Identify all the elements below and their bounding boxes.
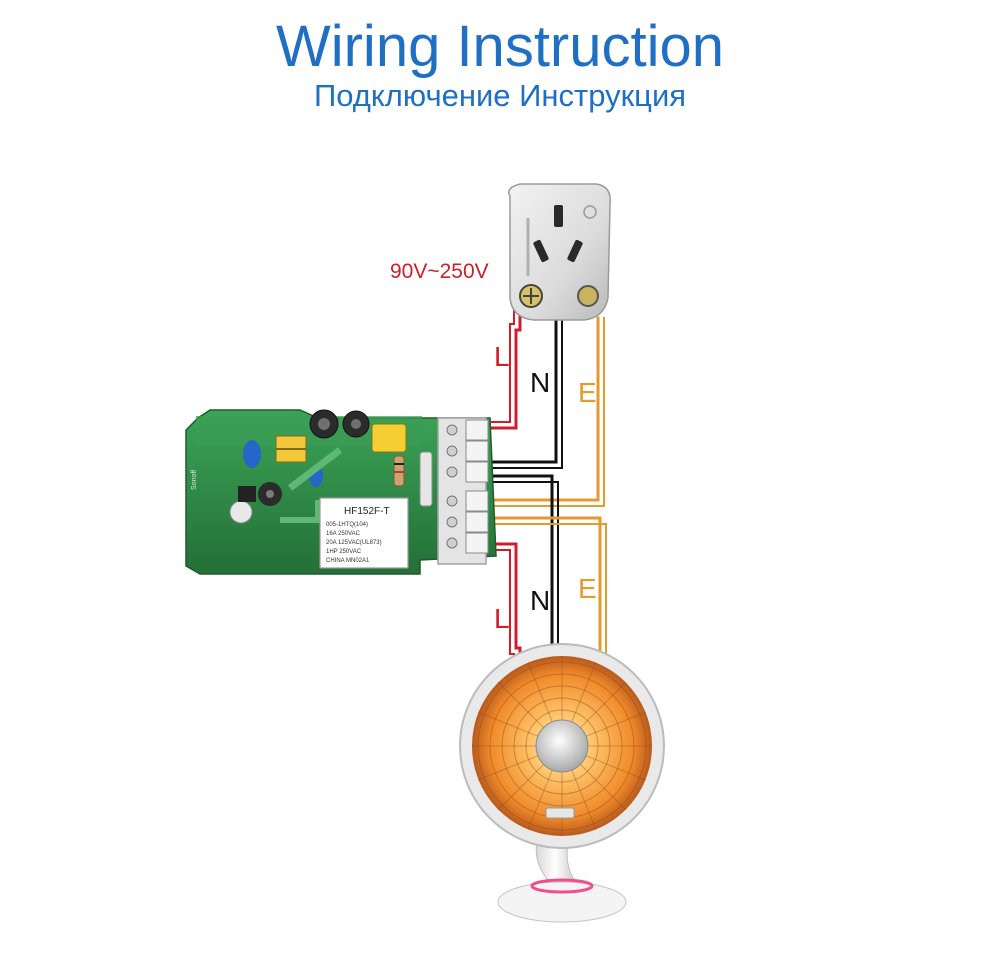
input-neutral-label: N xyxy=(530,367,550,398)
input-neutral-wire xyxy=(490,306,558,464)
terminal-1 xyxy=(465,419,489,441)
terminal-4 xyxy=(465,490,489,512)
relay-spec-5: CHINA MN02A1 xyxy=(326,558,370,564)
input-neutral-wire-inner xyxy=(491,307,563,469)
input-live-wire-inner xyxy=(491,307,515,423)
input-wires xyxy=(490,306,605,507)
output-live-wire xyxy=(490,542,522,662)
terminal-6 xyxy=(465,532,489,554)
input-earth-wire xyxy=(490,316,600,502)
pcb-button xyxy=(238,486,256,502)
relay-board: HF152F-T 005-1HTQ(104) 16A 250VAC 20A 12… xyxy=(185,409,497,575)
plug-pin-left xyxy=(533,239,549,263)
plug-logo-icon xyxy=(583,205,597,219)
terminal-3 xyxy=(465,461,489,483)
capacitors xyxy=(229,409,370,524)
board-label: Sonoff xyxy=(191,470,198,490)
wall-plug xyxy=(508,183,611,321)
heater-hub xyxy=(535,719,589,773)
input-earth-label: E xyxy=(578,377,597,408)
heater-badge xyxy=(545,807,575,819)
input-live-label: L xyxy=(494,341,510,372)
output-earth-label: E xyxy=(578,573,597,604)
voltage-label: 90V~250V xyxy=(390,260,489,283)
plug-screw-right xyxy=(577,285,599,307)
input-live-wire xyxy=(490,306,522,430)
relay-spec-4: 1HP 250VAC xyxy=(326,549,362,555)
terminal-block xyxy=(437,417,489,565)
output-neutral-wire xyxy=(490,474,554,662)
output-earth-wire xyxy=(490,516,602,670)
fuse xyxy=(419,451,433,507)
plug-pin-right xyxy=(567,239,583,263)
relay-spec-3: 20A 125VAC(UL873) xyxy=(326,540,382,546)
terminal-5 xyxy=(465,511,489,533)
relay-spec-1: 005-1HTQ(104) xyxy=(326,522,368,528)
blue-capacitor xyxy=(243,440,261,468)
x-capacitor xyxy=(371,423,407,453)
heater-base-ring xyxy=(530,878,594,894)
page-title: Wiring Instruction xyxy=(275,14,725,79)
relay: HF152F-T 005-1HTQ(104) 16A 250VAC 20A 12… xyxy=(319,497,409,569)
input-earth-wire-inner xyxy=(491,317,605,507)
output-live-label: L xyxy=(494,603,510,634)
plug-pin-top xyxy=(554,205,563,227)
terminal-2 xyxy=(465,440,489,462)
relay-spec-2: 16A 250VAC xyxy=(326,531,361,537)
output-neutral-label: N xyxy=(530,585,550,616)
relay-model: HF152F-T xyxy=(344,506,390,517)
page-subtitle: Подключение Инструкция xyxy=(313,78,687,113)
heater-base xyxy=(497,881,627,923)
output-neutral-wire-inner xyxy=(491,481,559,661)
output-earth-wire-inner xyxy=(491,523,607,673)
heater xyxy=(459,643,665,923)
